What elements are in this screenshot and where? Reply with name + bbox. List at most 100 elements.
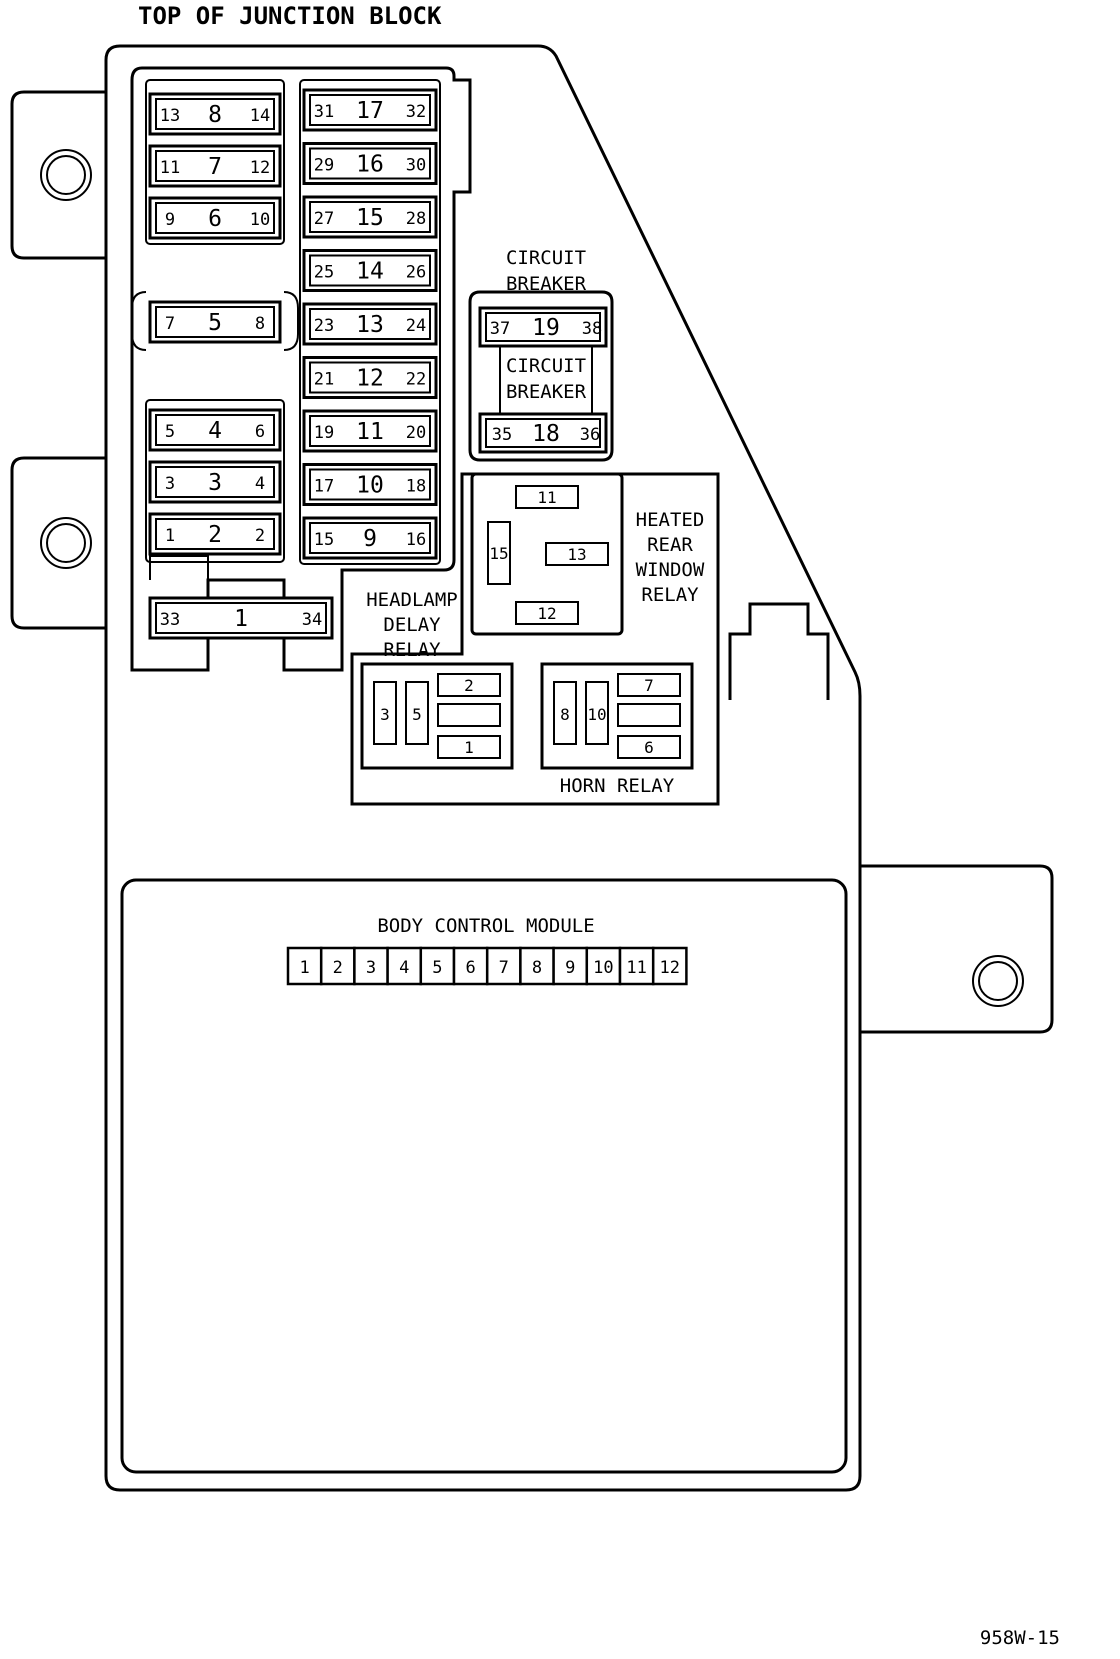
breaker-18-inner	[485, 418, 601, 448]
fuse-outer	[148, 300, 282, 344]
connector-notch	[728, 602, 830, 700]
fuse-inner	[309, 468, 431, 501]
breaker-19-right-terminal: 38	[582, 319, 602, 339]
fuse-right-terminal: 16	[406, 530, 426, 550]
fuse-number: 11	[356, 419, 384, 445]
heated-rear-window-relay-socket	[470, 472, 624, 636]
fuse-number: 10	[356, 473, 384, 499]
headlamp-relay-label-line2: DELAY	[383, 614, 441, 636]
fuse-outer	[148, 408, 282, 452]
hrw-terminal-15-label: 15	[489, 544, 508, 563]
bcm-pin-label: 2	[333, 958, 343, 978]
breaker-19-left-terminal: 37	[490, 319, 510, 339]
fuse-left-terminal: 29	[314, 156, 334, 176]
fuse-number: 4	[208, 418, 222, 444]
horn-relay-label: HORN RELAY	[560, 775, 675, 797]
fuse-outer	[302, 195, 438, 239]
fuse-inner	[155, 414, 275, 446]
headlamp-terminal-5-label: 5	[412, 705, 422, 724]
breaker-18-right-terminal: 36	[580, 425, 600, 445]
fuse-inner	[155, 306, 275, 338]
fuse-cluster-outline	[130, 66, 472, 672]
headlamp-terminal-2	[437, 673, 501, 697]
fuse-right-terminal: 6	[255, 422, 265, 442]
fuse-outer	[148, 196, 282, 240]
fuse-number: 16	[356, 152, 384, 178]
fuse-right-terminal: 10	[250, 210, 270, 230]
fuse-inner	[309, 94, 431, 126]
fuse-outer	[302, 302, 438, 346]
bcm-pin: 4	[386, 946, 423, 986]
fuse-right-terminal: 28	[406, 209, 426, 229]
fuse-holder-notch-left	[131, 291, 147, 351]
bcm-outline	[120, 878, 848, 1474]
fuse-left-terminal: 23	[314, 316, 334, 336]
fuse-inner	[155, 466, 275, 498]
bcm-pin-label: 6	[465, 958, 475, 978]
hrw-label-line2: REAR	[647, 534, 693, 556]
fuse-number: 12	[356, 366, 384, 392]
fuse-inner	[309, 361, 431, 394]
horn-terminal-10	[585, 681, 609, 745]
hrw-terminal-13-label: 13	[567, 545, 586, 564]
bcm-pin: 8	[519, 946, 555, 986]
bcm-pin: 1	[286, 946, 323, 986]
figure-code: 958W-15	[980, 1627, 1060, 1649]
bcm-pin: 6	[452, 946, 489, 986]
fuse-left-terminal: 27	[314, 209, 334, 229]
horn-terminal-10-label: 10	[587, 705, 606, 724]
bcm-pin: 7	[485, 946, 522, 986]
circuit-breaker-group: CIRCUIT BREAKER 37 19 38 CIRCUIT BREAKER…	[468, 247, 614, 462]
bcm-pin: 2	[319, 946, 356, 986]
bcm-pin-label: 11	[626, 958, 646, 978]
bcm-pin-box	[585, 946, 622, 986]
breaker-19-inner	[485, 312, 601, 342]
fuse-outer	[148, 144, 282, 188]
fuse-number: 7	[208, 154, 222, 180]
headlamp-terminal-3-label: 3	[380, 705, 390, 724]
fuse-left-terminal: 7	[165, 314, 175, 334]
fuse-left-terminal: 13	[160, 106, 180, 126]
hrw-label-line3: WINDOW	[636, 559, 705, 581]
fuse-number: 3	[208, 470, 222, 496]
hrw-terminal-15	[487, 521, 511, 585]
horn-terminal-8	[553, 681, 577, 745]
bcm-pin-label: 5	[432, 958, 442, 978]
heated-rear-window-relay: 11 15 13 12 HEATED REAR WINDOW RELAY	[470, 472, 705, 636]
fuse-1-clip	[149, 555, 209, 580]
fuse-outer	[302, 356, 438, 399]
hrw-label-line1: HEATED	[636, 509, 705, 531]
bcm-pin: 10	[585, 946, 622, 986]
fuse-right-terminal: 34	[302, 610, 322, 630]
horn-terminal-6	[617, 735, 681, 759]
horn-terminal-6-label: 6	[644, 738, 654, 757]
headlamp-terminal-1-label: 1	[464, 738, 474, 757]
relay-section-outline	[350, 472, 720, 806]
fuse-outer	[148, 596, 334, 640]
horn-relay: 8 10 7 6 HORN RELAY	[540, 662, 694, 797]
headlamp-terminal-3	[373, 681, 397, 745]
fuse-left-terminal: 1	[165, 526, 175, 546]
fuse-right-terminal: 4	[255, 474, 265, 494]
diagram-title: TOP OF JUNCTION BLOCK	[138, 2, 442, 30]
fuse-inner	[309, 147, 431, 180]
headlamp-relay-label-line1: HEADLAMP	[366, 589, 458, 611]
headlamp-terminal-blank	[437, 703, 501, 727]
fuse-outer	[148, 460, 282, 504]
fuse-right-terminal: 12	[250, 158, 270, 178]
breaker-18-number: 18	[532, 421, 560, 447]
bcm-pin-label: 4	[399, 958, 409, 978]
